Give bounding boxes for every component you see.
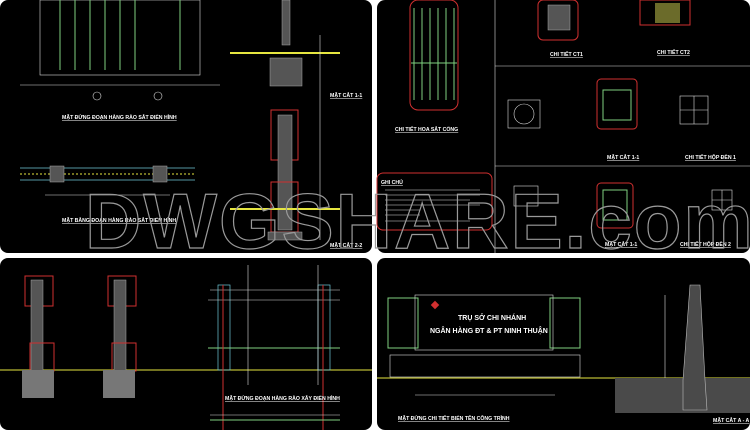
watermark: DWGSHARE.com [85, 177, 750, 265]
iron-fence-elevation [20, 0, 220, 101]
ct1-title: CHI TIẾT CT1 [550, 51, 583, 58]
notes-box [376, 172, 493, 231]
section-b-title: MẶT CẮT 1-1 [605, 240, 637, 248]
section-aa-title: MẶT CẮT A - A [713, 416, 750, 424]
lightbox-2-title: CHI TIẾT HỘP ĐÈN 2 [680, 240, 731, 248]
panel-bottom-left [0, 258, 372, 430]
ct2-title: CHI TIẾT CT2 [657, 49, 690, 56]
section-2-title: MẶT CẮT 2-2 [330, 241, 362, 249]
sign-line-1: TRỤ SỞ CHI NHÁNH [458, 313, 526, 322]
masonry-title: MẶT ĐỨNG ĐOẠN HÀNG RÀO XÂY ĐIỂN HÌNH [225, 394, 340, 402]
masonry-fence-elevation [208, 265, 340, 430]
iron-fence-plan [20, 165, 195, 196]
section-1-title: MẶT CẮT 1-1 [330, 91, 362, 99]
sign-line-2: NGÂN HÀNG ĐT & PT NINH THUẬN [430, 326, 548, 335]
section-aa [615, 284, 750, 413]
section-a-title: MẶT CẮT 1-1 [607, 153, 639, 161]
notes-title: GHI CHÚ [381, 179, 403, 186]
fence-post-sections [230, 0, 340, 241]
sign-elevation [387, 294, 581, 396]
gate-detail-title: CHI TIẾT HOA SẮT CỔNG [395, 125, 458, 133]
ct1-frame [537, 0, 579, 41]
plan-title: MẶT BẰNG ĐOẠN HÀNG RÀO SẮT ĐIỂN HÌNH [62, 216, 176, 224]
ct2-frame [639, 0, 691, 26]
sign-elevation-title: MẶT ĐỨNG CHI TIẾT BIỂN TÊN CÔNG TRÌNH [398, 414, 510, 422]
gate-ironwork-detail [409, 0, 459, 111]
elevation-title: MẶT ĐỨNG ĐOẠN HÀNG RÀO SẮT ĐIỂN HÌNH [62, 113, 177, 121]
lightbox-1-title: CHI TIẾT HỘP ĐÈN 1 [685, 153, 736, 161]
